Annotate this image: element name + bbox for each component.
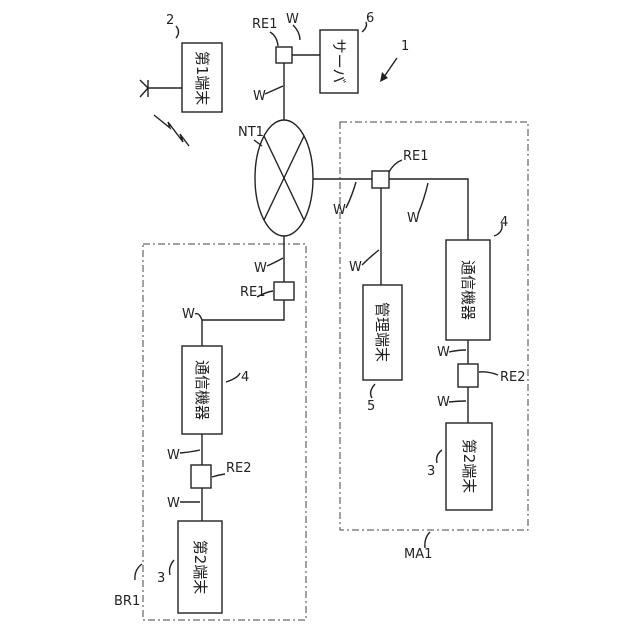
leader-wire-branch-re2-top [180, 450, 200, 453]
repeater-re2-management [458, 364, 478, 387]
repeater-re2-branch [191, 465, 211, 488]
re1-management-label: RE1 [403, 149, 429, 164]
first-terminal-label: 第1端末 [193, 51, 211, 106]
figure-number: 1 [401, 39, 409, 54]
wire-label-branch-re2-top: W [167, 448, 180, 463]
branch-communication-device-number: 4 [241, 370, 249, 385]
leader-re1-management [389, 160, 402, 172]
branch-communication-device-label: 通信機器 [193, 360, 211, 420]
re1-branch-label: RE1 [240, 285, 266, 300]
server-label: サーバ [330, 39, 348, 84]
leader-wire-nt1-top [265, 86, 283, 94]
wire-label-management-left: W [333, 203, 346, 218]
wire-label-second-terminal: W [437, 395, 450, 410]
branch-area-label: BR1 [114, 594, 140, 609]
re2-management-label: RE2 [500, 370, 526, 385]
leader-wire-branch-communication-device [195, 314, 202, 320]
leader-wire-branch-top [267, 258, 283, 266]
repeater-re1-branch [274, 282, 294, 300]
lightning-icon [154, 115, 189, 146]
leader-wire-management-left [346, 182, 356, 208]
wire-label-server-top: W [286, 12, 299, 27]
leader-first-terminal [176, 26, 179, 38]
leader-management-terminal [371, 384, 375, 398]
wire-label-branch-re2-bottom: W [167, 496, 180, 511]
management-terminal-number: 5 [367, 399, 375, 414]
wire-label-branch-communication-device: W [182, 307, 195, 322]
communication-device-label: 通信機器 [459, 260, 477, 320]
leader-wire-communication-device [449, 350, 466, 352]
leader-branch-communication-device [226, 373, 240, 382]
wire-label-branch-top: W [254, 261, 267, 276]
wire-label-nt1-top: W [253, 89, 266, 104]
leader-wire-management-terminal [362, 250, 379, 265]
leader-branch-second-terminal [170, 560, 175, 575]
wire-re1-to-branch-communication-device [202, 299, 284, 346]
repeater-re1-management [372, 171, 389, 188]
leader-re1-server [270, 32, 278, 46]
first-terminal-number: 2 [166, 13, 174, 28]
leader-wire-server-top [293, 25, 300, 40]
leader-branch-area [135, 564, 142, 580]
leader-wire-management-right [418, 183, 428, 214]
wire-label-management-terminal: W [349, 260, 362, 275]
leader-management-area [425, 532, 430, 548]
second-terminal-label: 第2端末 [460, 439, 478, 494]
leader-re2-branch [212, 474, 225, 477]
nt1-label: NT1 [238, 125, 264, 140]
branch-second-terminal-number: 3 [157, 571, 165, 586]
wire-re1-to-communication-device [389, 179, 468, 240]
wire-label-communication-device: W [437, 345, 450, 360]
server-number: 6 [366, 11, 374, 26]
second-terminal-number: 3 [427, 464, 435, 479]
re2-branch-label: RE2 [226, 461, 252, 476]
management-area-label: MA1 [404, 547, 432, 562]
leader-re2-management [479, 372, 498, 375]
leader-second-terminal [437, 450, 442, 463]
leader-wire-second-terminal [449, 401, 466, 402]
antenna-icon [140, 80, 148, 97]
management-terminal-label: 管理端末 [373, 302, 391, 362]
re1-server-label: RE1 [252, 17, 278, 32]
repeater-re1-server [276, 47, 292, 63]
branch-second-terminal-label: 第2端末 [191, 540, 209, 595]
communication-device-number: 4 [500, 215, 508, 230]
